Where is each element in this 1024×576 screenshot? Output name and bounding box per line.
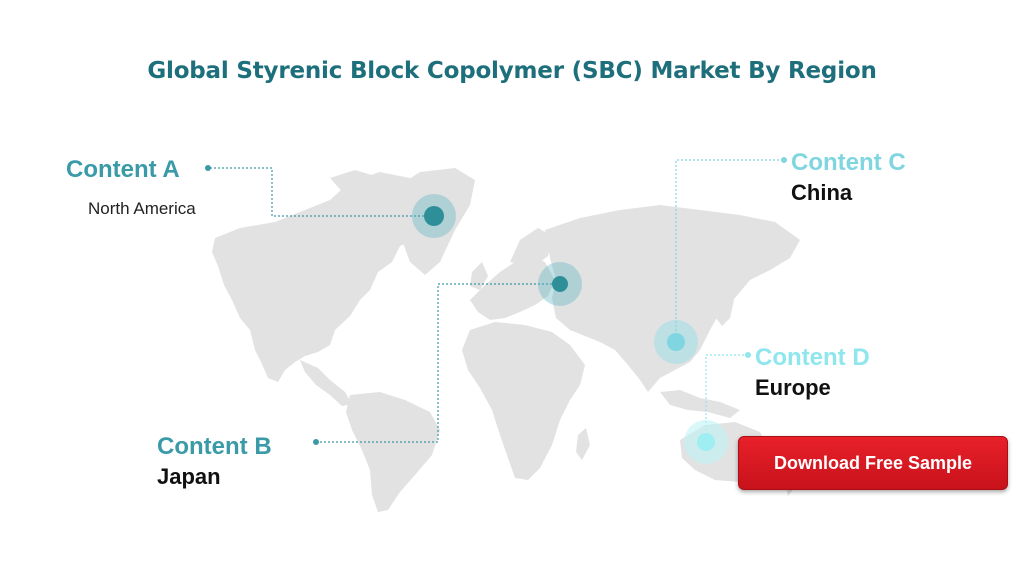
download-sample-button[interactable]: Download Free Sample — [738, 436, 1008, 490]
connector-d — [705, 354, 748, 440]
callout-b-label: Content B — [157, 433, 272, 460]
connector-b — [316, 283, 560, 443]
marker-north-america — [412, 194, 456, 238]
asia-landmass — [545, 205, 800, 392]
scandinavia-landmass — [510, 228, 552, 266]
connector-c — [675, 159, 783, 342]
marker-china — [654, 320, 698, 364]
connector-endpoints — [205, 157, 787, 445]
land-masses — [212, 168, 800, 512]
arctic-islands-landmass — [330, 170, 375, 195]
connector-a — [210, 167, 432, 217]
endpoint-d — [745, 352, 751, 358]
endpoint-a — [205, 165, 211, 171]
callout-c-sub: China — [791, 180, 853, 205]
north-america-landmass — [212, 172, 452, 382]
uk-landmass — [470, 262, 488, 290]
central-america-landmass — [300, 360, 352, 406]
callout-a-label: Content A — [66, 156, 180, 183]
south-america-landmass — [346, 392, 440, 512]
endpoint-b — [313, 439, 319, 445]
marker-australia — [684, 420, 728, 464]
callout-d-sub: Europe — [755, 375, 831, 400]
callout-b-sub: Japan — [157, 464, 221, 489]
connector-lines — [210, 159, 783, 443]
southeast-asia-landmass — [660, 390, 740, 418]
callout-d-label: Content D — [755, 344, 870, 371]
europe-landmass — [470, 255, 555, 320]
page-title: Global Styrenic Block Copolymer (SBC) Ma… — [147, 58, 877, 84]
endpoint-c — [781, 157, 787, 163]
callout-c-label: Content C — [791, 149, 906, 176]
japan-landmass — [716, 292, 734, 326]
callout-a-sub: North America — [88, 199, 196, 218]
marker-europe — [538, 262, 582, 306]
africa-landmass — [462, 322, 585, 480]
madagascar-landmass — [576, 428, 590, 460]
